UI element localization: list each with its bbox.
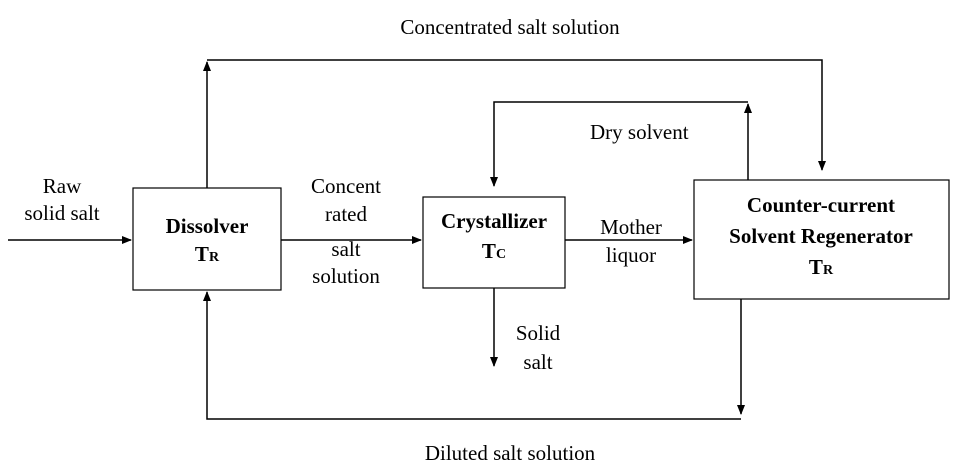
diluted-salt-solution-bottom-label: Diluted salt solution xyxy=(425,441,596,465)
mother-liquor-label-line1: Mother xyxy=(600,215,662,239)
raw-feed-label-line2: solid salt xyxy=(24,201,99,225)
concentrated-mid-label-line3: salt xyxy=(331,237,360,261)
solid-salt-label-line1: Solid xyxy=(516,321,561,345)
crystallizer-temperature: TC xyxy=(482,239,506,263)
concentrated-salt-solution-top-label: Concentrated salt solution xyxy=(400,15,620,39)
dry-solvent-arrow-down xyxy=(490,101,748,187)
dissolver-block: Dissolver TR xyxy=(132,187,282,291)
regenerator-box xyxy=(693,179,950,300)
dissolver-name: Dissolver xyxy=(166,214,249,238)
mother-liquor-label-line2: liquor xyxy=(606,243,656,267)
crystallizer-name: Crystallizer xyxy=(441,209,547,233)
solid-salt-label-line2: salt xyxy=(523,350,552,374)
regenerator-block: Counter-current Solvent Regenerator TR xyxy=(693,179,950,300)
regenerator-name-line2: Solvent Regenerator xyxy=(729,224,913,248)
concentrated-mid-label-line4: solution xyxy=(312,264,380,288)
diluted-recycle-arrow-up xyxy=(203,291,741,420)
concentrated-mid-label-line2: rated xyxy=(325,202,367,226)
dry-solvent-label: Dry solvent xyxy=(590,120,689,144)
crystallizer-block: Crystallizer TC xyxy=(422,196,566,289)
regenerator-name-line1: Counter-current xyxy=(747,193,895,217)
regenerator-temperature: TR xyxy=(809,255,834,279)
raw-feed-label-line1: Raw xyxy=(43,174,82,198)
concentrated-mid-label-line1: Concent xyxy=(311,174,381,198)
dissolver-box xyxy=(132,187,282,291)
dissolver-temperature: TR xyxy=(195,242,220,266)
concentrated-recycle-arrow-down xyxy=(207,59,826,171)
